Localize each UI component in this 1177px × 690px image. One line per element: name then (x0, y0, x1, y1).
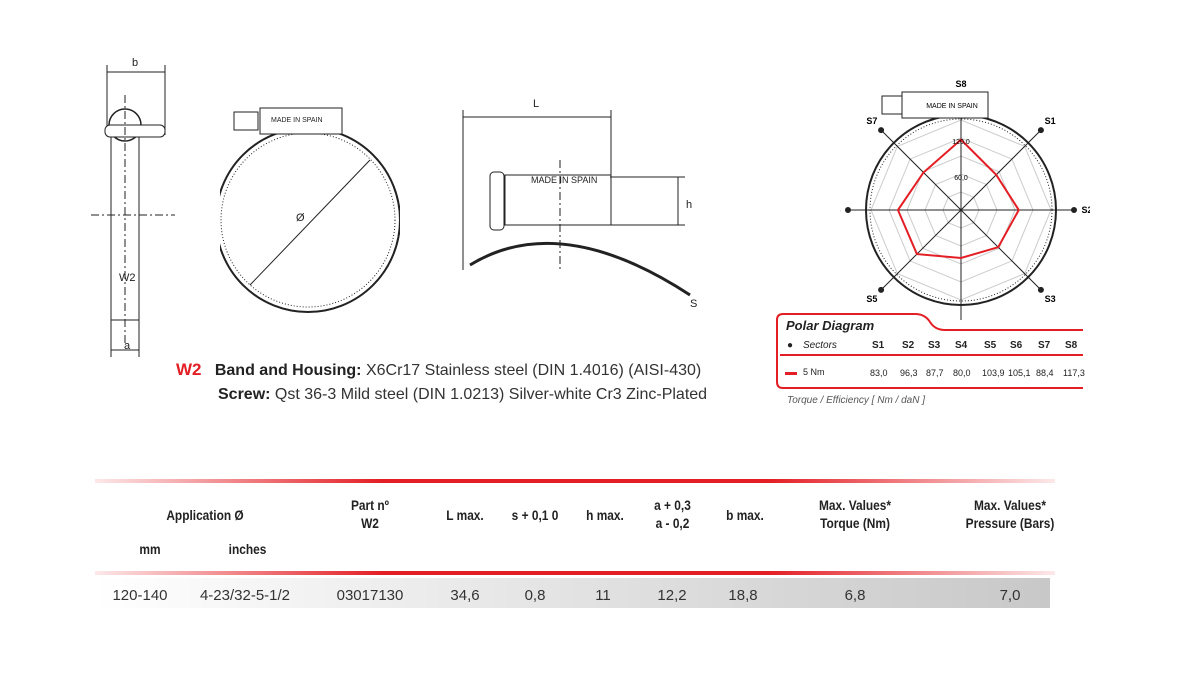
polar-value-S5: 103,9 (982, 368, 1005, 378)
cell-a: 12,2 (657, 587, 687, 604)
header-part-line2: W2 (361, 515, 379, 531)
front-view-drawing (220, 107, 400, 313)
table-top-rule (95, 479, 1055, 483)
housing-text-2: MADE IN SPAIN (531, 175, 598, 185)
sector-label-S6: S6 (840, 205, 841, 215)
cell-inches: 4-23/32-5-1/2 (199, 587, 291, 604)
header-inches: inches (228, 541, 267, 557)
band-label: Band and Housing: (214, 362, 362, 379)
polar-value-S4: 80,0 (953, 368, 971, 378)
sector-dot-S7 (878, 127, 885, 134)
polar-value-S6: 105,1 (1008, 368, 1031, 378)
cell-h: 11 (595, 587, 611, 604)
cell-b: 18,8 (728, 587, 758, 604)
header-b: b max. (726, 507, 764, 523)
polar-col-S8: S8 (1065, 340, 1078, 351)
table-header-rule (95, 571, 1055, 575)
cell-s: 0,8 (524, 587, 546, 604)
dim-a-label: a (124, 340, 131, 352)
polar-col-S5: S5 (984, 340, 997, 351)
polar-table-frame (776, 313, 1083, 389)
header-a-line2: a - 0,2 (655, 515, 690, 531)
header-s: s + 0,1 0 (511, 507, 559, 523)
housing-text: MADE IN SPAIN (271, 117, 323, 124)
polar-value-S1: 83,0 (870, 368, 888, 378)
sector-dot-S1 (1037, 127, 1044, 134)
polar-col-S1: S1 (872, 340, 885, 351)
dim-s-label: S (690, 298, 698, 310)
dim-w2-label: W2 (119, 272, 136, 284)
polar-col-S3: S3 (928, 340, 941, 351)
sector-dot-S3 (1037, 286, 1044, 293)
cell-pressure: 7,0 (999, 587, 1021, 604)
sector-dot-S6 (845, 207, 851, 213)
spoke-S3 (960, 209, 1042, 291)
header-h: h max. (586, 507, 624, 523)
series-label: 5 Nm (803, 367, 825, 377)
polar-col-S6: S6 (1010, 340, 1023, 351)
sector-label-S1: S1 (1045, 116, 1056, 126)
header-pressure-line2: Pressure (Bars) (965, 515, 1055, 531)
spec-line-screw: Screw: Qst 36-3 Mild steel (DIN 1.0213) … (218, 383, 707, 407)
sector-dot-S2 (1071, 207, 1077, 213)
header-torque-line2: Torque (Nm) (820, 515, 890, 531)
polar-title: Polar Diagram (786, 318, 875, 333)
header-part-line1: Part nº (350, 497, 390, 513)
header-mm: mm (139, 541, 161, 557)
spoke-S7 (880, 129, 962, 211)
polar-col-S4: S4 (955, 340, 968, 351)
dim-diameter-label: Ø (296, 212, 305, 224)
header-a: a + 0,3 a - 0,2 (641, 496, 705, 532)
sector-dot-S5 (878, 286, 885, 293)
polar-col-S2: S2 (902, 340, 915, 351)
dim-b-label: b (132, 57, 139, 69)
header-torque-line1: Max. Values* (818, 497, 892, 513)
housing-text-polar: MADE IN SPAIN (926, 103, 978, 110)
rtick-label: 60,0 (954, 175, 968, 182)
spec-line-band: W2 Band and Housing: X6Cr17 Stainless st… (176, 358, 701, 383)
header-pressure: Max. Values* Pressure (Bars) (951, 496, 1070, 532)
spec-code: W2 (176, 360, 202, 379)
cell-l: 34,6 (450, 587, 480, 604)
sectors-bullet-icon: ● (787, 340, 794, 351)
polar-col-S7: S7 (1038, 340, 1051, 351)
header-pressure-line1: Max. Values* (973, 497, 1047, 513)
cell-torque: 6,8 (844, 587, 866, 604)
series-swatch (785, 372, 797, 375)
screw-label: Screw: (218, 386, 271, 403)
header-a-line1: a + 0,3 (654, 497, 691, 513)
cell-part: 03017130 (336, 587, 404, 604)
sector-label-S5: S5 (866, 294, 877, 304)
screw-head (881, 95, 903, 115)
sector-label-S3: S3 (1045, 294, 1056, 304)
spoke-S5 (880, 209, 962, 291)
housing-body (901, 91, 989, 119)
polar-value-S3: 87,7 (926, 368, 944, 378)
band-value: X6Cr17 Stainless steel (DIN 1.4016) (AIS… (365, 362, 702, 379)
side-view-drawing (91, 65, 175, 357)
spoke-S1 (960, 129, 1042, 211)
sectors-label: Sectors (803, 340, 837, 351)
polar-value-S7: 88,4 (1036, 368, 1054, 378)
dim-h-label: h (686, 199, 693, 211)
header-application: Application Ø (166, 507, 244, 523)
sector-label-S8: S8 (955, 79, 966, 89)
rtick-label: 120,0 (952, 139, 970, 146)
header-part: Part nº W2 (336, 496, 404, 532)
polar-value-S8: 117,3 (1063, 368, 1085, 378)
header-l: L max. (446, 507, 484, 523)
sector-label-S7: S7 (866, 116, 877, 126)
series-polygon-5nm (896, 138, 1020, 260)
polar-footnote: Torque / Efficiency [ Nm / daN ] (787, 395, 926, 406)
screw-value: Qst 36-3 Mild steel (DIN 1.0213) Silver-… (274, 386, 708, 403)
cell-mm: 120-140 (112, 587, 168, 604)
dim-l-label: L (533, 98, 540, 110)
sector-label-S2: S2 (1081, 205, 1090, 215)
table-row (95, 578, 1050, 608)
top-view-drawing (462, 110, 691, 297)
polar-value-S2: 96,3 (900, 368, 918, 378)
header-torque: Max. Values* Torque (Nm) (800, 496, 911, 532)
